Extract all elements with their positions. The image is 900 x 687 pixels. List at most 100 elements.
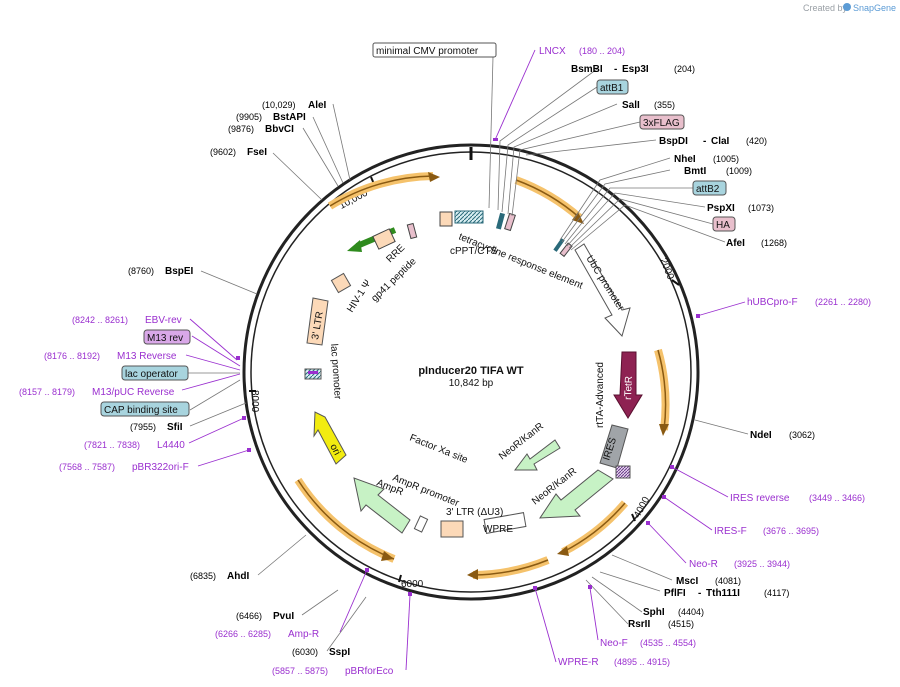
- leader-line: [326, 596, 367, 652]
- primer-leader-line: [339, 569, 368, 633]
- leader-line: [257, 534, 307, 576]
- primer-ring-mark: [696, 314, 700, 318]
- tick-label-8000: 8000: [249, 390, 260, 413]
- primer-leader-line: [671, 466, 729, 498]
- primer-name: M13/pUC Reverse: [92, 387, 175, 398]
- enzyme-name-2: Esp3I: [622, 64, 649, 75]
- primer-pos: (180 .. 204): [579, 46, 625, 56]
- leader-line: [566, 192, 706, 247]
- enzyme-name: PflFI: [664, 588, 686, 599]
- enzyme-pos: (4404): [678, 607, 704, 617]
- label-ha: HA: [716, 220, 730, 231]
- enzyme-name: AfeI: [726, 238, 745, 249]
- enzyme-name: SalI: [622, 100, 640, 111]
- box-attb1: [596, 79, 629, 95]
- tick-label-4000: 4000: [632, 495, 652, 520]
- neor-large-arrow: [539, 469, 614, 519]
- label-wpre: WPRE: [483, 524, 513, 535]
- primer-leader-line: [189, 318, 238, 361]
- enzyme-pos: (420): [746, 136, 767, 146]
- orf-arc-line: [472, 559, 549, 576]
- primer-name: EBV-rev: [145, 315, 182, 326]
- ltr3du3-block: [440, 520, 464, 538]
- primer-leader-line: [181, 373, 241, 391]
- enzyme-name: SfiI: [167, 422, 183, 433]
- orf-arrowhead-icon: [381, 551, 394, 561]
- primer-name: pBRforEco: [345, 666, 394, 677]
- boxed-labels: minimal CMV promoter attB1 3xFLAG attB2 …: [100, 42, 736, 417]
- primer-pos: (8157 .. 8179): [19, 387, 75, 397]
- primer-name: pBR322ori-F: [132, 462, 189, 473]
- leader-line: [332, 103, 351, 181]
- primer-pos: (6266 .. 6285): [215, 629, 271, 639]
- leader-line: [568, 198, 714, 249]
- orf-arcs: [294, 172, 670, 579]
- primer-leader-line: [663, 496, 713, 531]
- neor-small-arrow: [514, 439, 561, 471]
- primer-pos: (3925 .. 3944): [734, 559, 790, 569]
- primer-pos: (7568 .. 7587): [59, 462, 115, 472]
- enzyme-pos: (4515): [668, 619, 694, 629]
- tick-label-6000: 6000: [401, 579, 424, 590]
- marker-block: [406, 222, 418, 240]
- primer-leader-line: [696, 301, 746, 317]
- rtetr-arrow: [613, 351, 643, 419]
- tick-mark: [671, 279, 680, 286]
- primer-leaders: [181, 49, 746, 671]
- enzyme-pos: (9876): [228, 124, 254, 134]
- primer-pos: (4895 .. 4915): [614, 657, 670, 667]
- leader-line: [611, 554, 673, 581]
- leader-line: [599, 571, 661, 592]
- enzyme-dash: -: [698, 588, 701, 599]
- primer-leader-line: [534, 587, 557, 663]
- primer-leader-line: [185, 354, 241, 371]
- orf-arc-line: [562, 502, 626, 553]
- primer-pos: (3676 .. 3695): [763, 526, 819, 536]
- enzyme-name: RsrII: [628, 619, 650, 630]
- enzyme-pos: (1073): [748, 203, 774, 213]
- primer-pos: (4535 .. 4554): [640, 638, 696, 648]
- label-tre: tetracycline response element: [457, 232, 584, 292]
- box-lac-operator: [121, 365, 189, 381]
- leader-line: [497, 68, 598, 211]
- primer-name: WPRE-R: [558, 657, 599, 668]
- primer-ring-mark: [247, 448, 251, 452]
- enzyme-name: NheI: [674, 154, 696, 165]
- box-ha: [712, 216, 736, 232]
- ori-arrow: [313, 411, 347, 465]
- marker-block: [413, 515, 429, 533]
- primer-name: hUBCpro-F: [747, 297, 798, 308]
- orf-arrowhead-icon: [572, 212, 584, 224]
- enzyme-pos: (6030): [292, 647, 318, 657]
- enzyme-name: BsmBI: [571, 64, 603, 75]
- leader-line: [272, 152, 323, 201]
- label-ori: ori: [327, 442, 342, 457]
- primer-ring-mark: [662, 495, 666, 499]
- rre-block: [372, 228, 396, 250]
- label-ltr3du3: 3' LTR (ΔU3): [446, 507, 503, 518]
- enzyme-name: BbvCI: [265, 124, 294, 135]
- enzyme-name: PspXI: [707, 203, 735, 214]
- box-minimal-cmv: [372, 42, 497, 58]
- orf-arrowheads: [381, 172, 669, 580]
- leader-line: [200, 270, 258, 295]
- label-3xflag: 3xFLAG: [643, 118, 680, 129]
- orf-arc-line: [515, 179, 581, 219]
- ires-hatched-block: [615, 465, 631, 479]
- enzyme-name: AleI: [308, 100, 327, 111]
- enzyme-pos: (204): [674, 64, 695, 74]
- marker-block: [504, 212, 516, 232]
- label-lac-operator: lac operator: [125, 369, 178, 380]
- leader-line: [488, 56, 494, 209]
- enzyme-pos: (6835): [190, 571, 216, 581]
- primer-leader-line: [405, 594, 411, 671]
- label-factorxa: Factor Xa site: [408, 433, 470, 466]
- primer-name: IRES reverse: [730, 493, 790, 504]
- primer-leader-line: [494, 49, 536, 141]
- primer-name: L4440: [157, 440, 185, 451]
- leader-line: [561, 169, 671, 243]
- backbone-outer-ring: [242, 143, 700, 601]
- label-attb2: attB2: [696, 184, 720, 195]
- enzyme-pos: (6466): [236, 611, 262, 621]
- label-cap-binding: CAP binding site: [104, 405, 178, 416]
